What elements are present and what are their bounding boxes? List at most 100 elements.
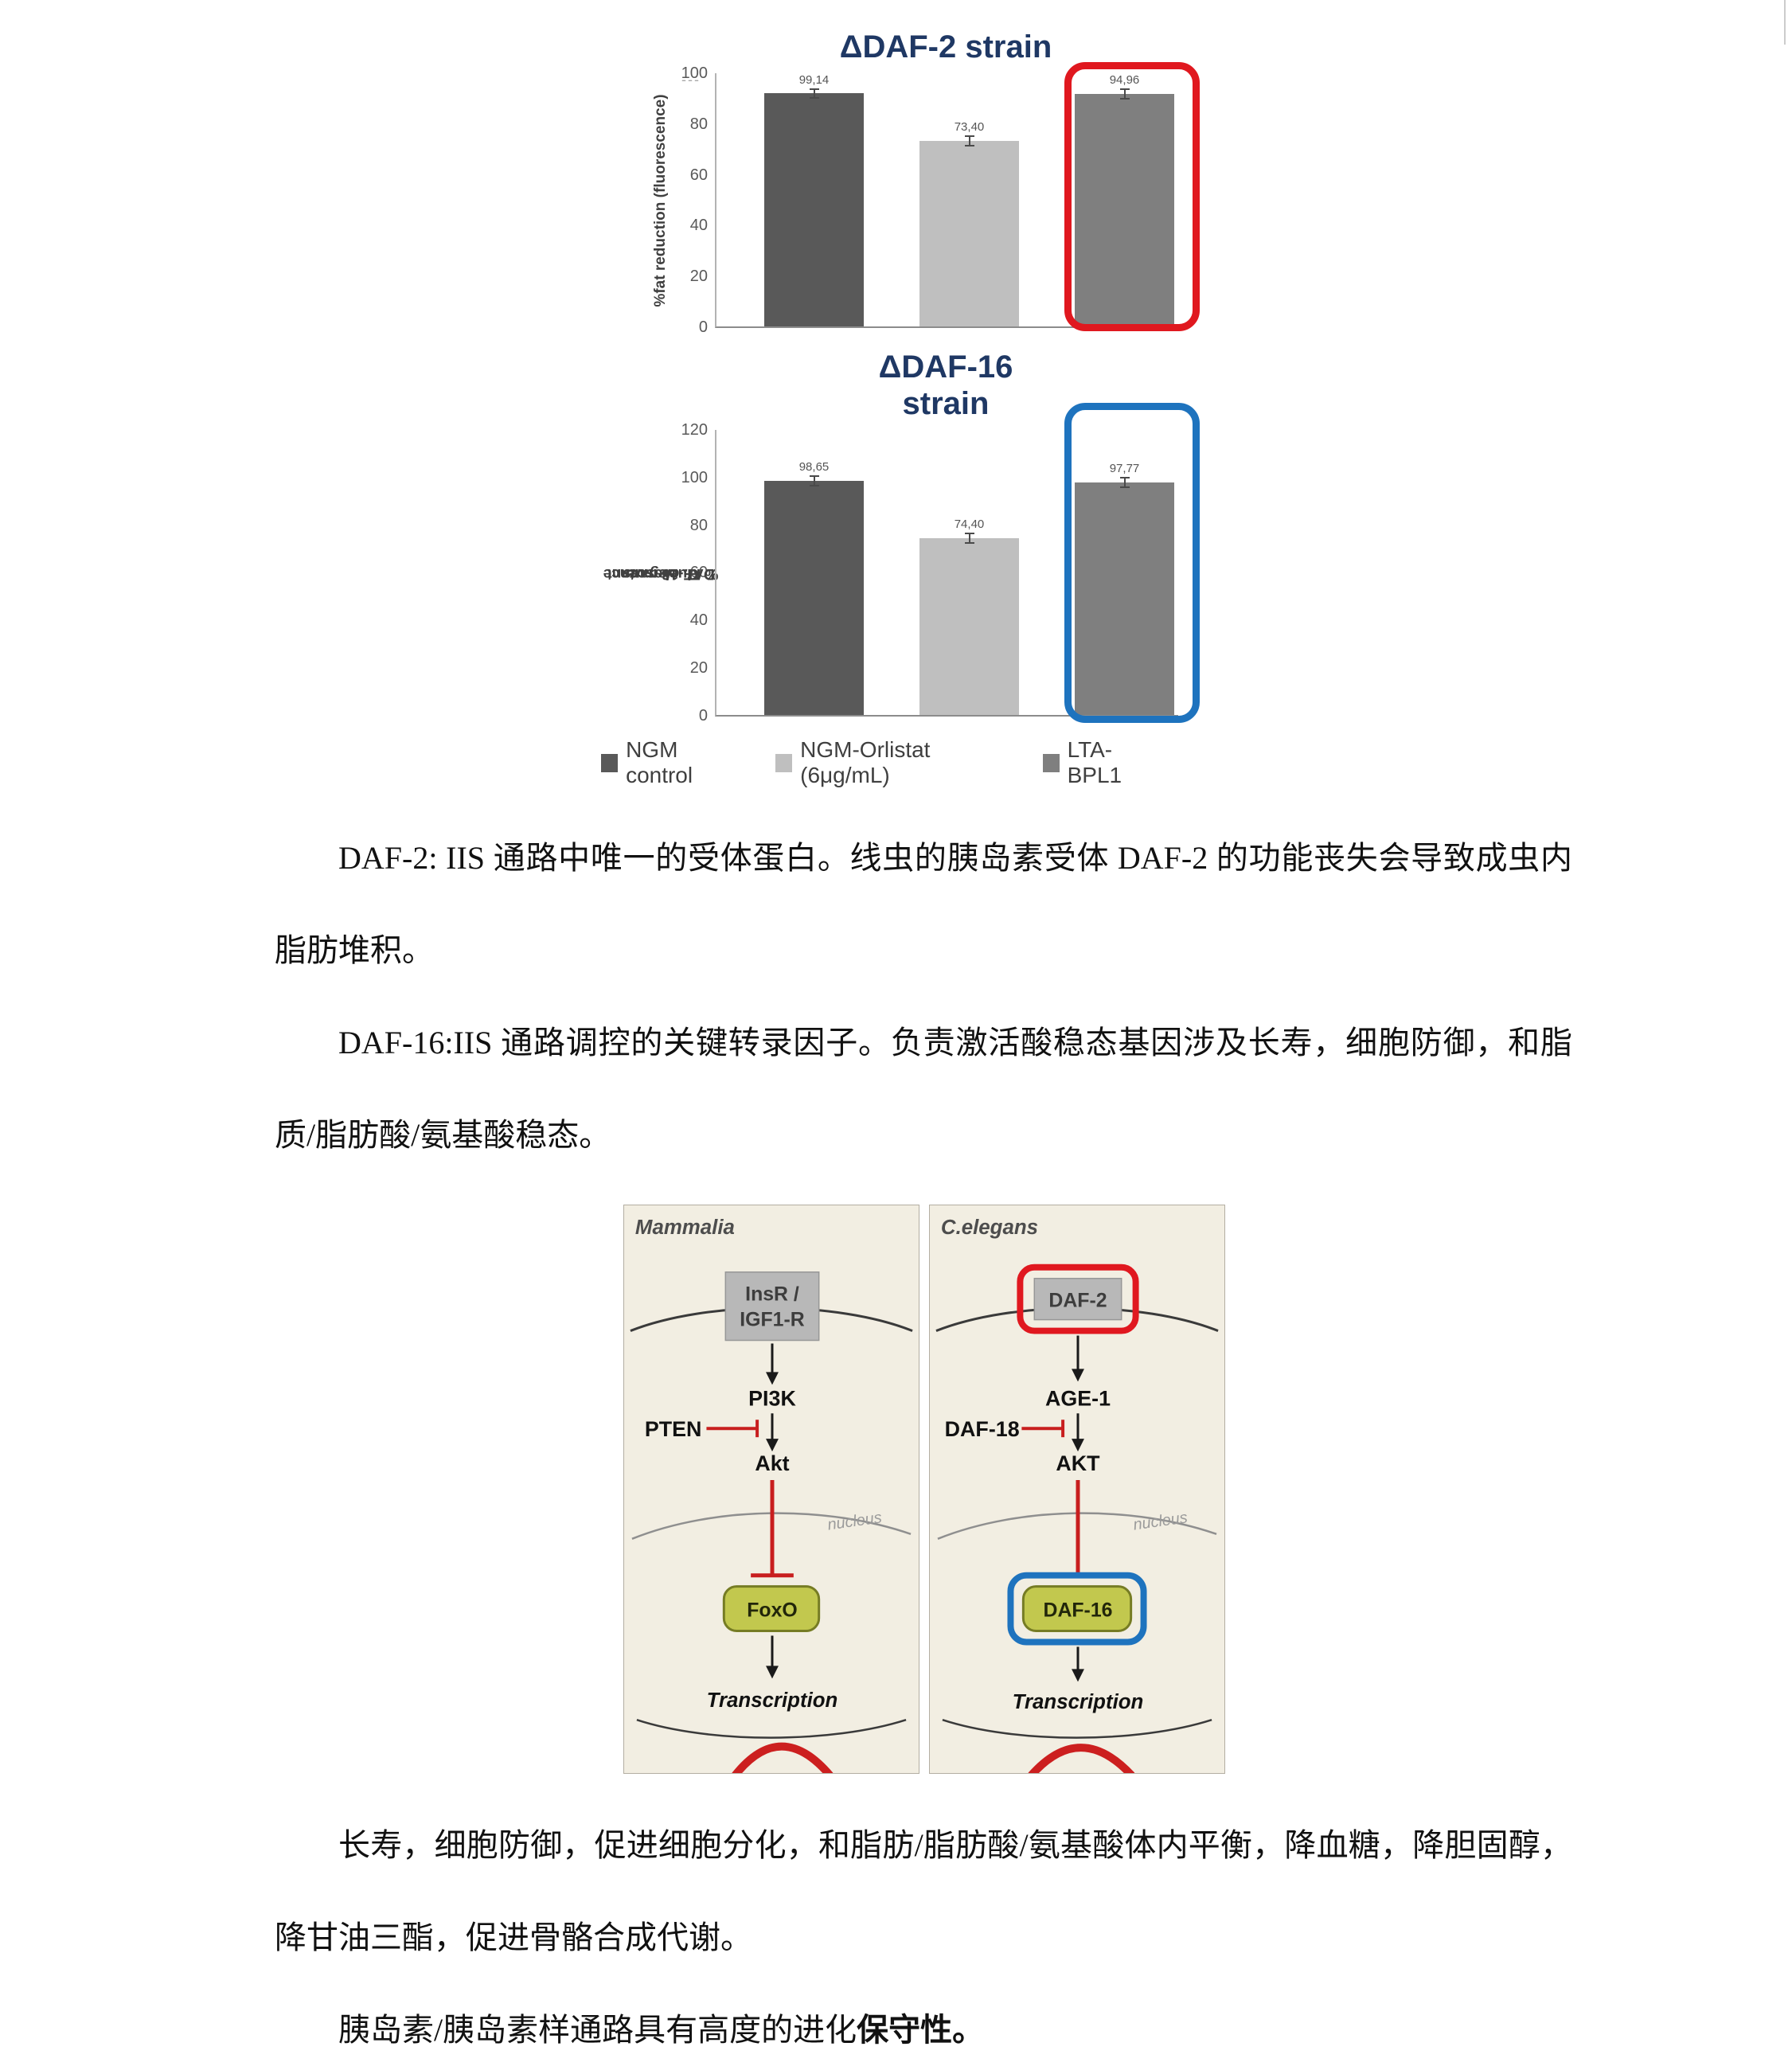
legend-item-ngm-control: NGM control: [601, 737, 740, 788]
chart-daf16-title-line1: ΔDAF-16: [878, 350, 1013, 385]
legend-label: NGM-Orlistat (6μg/mL): [800, 737, 931, 787]
bar-value-label: 73,40: [954, 119, 985, 134]
error-bar: [964, 135, 974, 146]
chart-daf2-y-ticks: 100 80 60 40 20 0: [677, 64, 715, 337]
chart-daf16-y-ticks: 120 100 80 60 40 20 0: [677, 421, 715, 725]
y-tick: 0: [698, 706, 708, 724]
receptor-label-line2: IGF1-R: [740, 1309, 804, 1331]
bar-lta-bpl1: 94,96: [1075, 73, 1174, 326]
transcription-factor-label: FoxO: [747, 1599, 797, 1622]
figure-bar-charts: --- ΔDAF-2 strain %fat reduction (fluore…: [601, 29, 1202, 788]
axis-top-dashes: ---: [681, 72, 701, 88]
nucleus-label: nucleus: [826, 1509, 883, 1533]
receptor-box: [724, 1271, 820, 1342]
page-edge-mark: [1784, 0, 1786, 45]
legend-item-ngm-orlistat: NGM-Orlistat (6μg/mL): [775, 737, 1008, 788]
kinase2-label: AKT: [1056, 1451, 1100, 1475]
pathway-mammalia-svg: Mammalia InsR / IGF1-R PI3K PTEN Akt nuc…: [630, 1217, 913, 1773]
panel-mammalia: Mammalia InsR / IGF1-R PI3K PTEN Akt nuc…: [623, 1205, 919, 1774]
bar-value-label: 94,96: [1109, 73, 1140, 87]
arrowhead-icon: [766, 1439, 779, 1452]
error-bar: [809, 88, 819, 100]
bar-ngm-control: 99,14: [764, 73, 864, 326]
blue-highlight-rect: [1064, 403, 1200, 723]
phosphatase-label: PTEN: [645, 1417, 702, 1441]
nucleus-label: nucleus: [1132, 1509, 1189, 1533]
legend-swatch: [601, 753, 619, 772]
nucleus-bottom-curve: [636, 1718, 907, 1739]
chart-daf16: ΔDAF-16 strain % Fluorescence C. elegans…: [603, 349, 1202, 724]
bar: [764, 93, 864, 326]
y-tick: 60: [689, 166, 708, 184]
transcription-label: Transcription: [1013, 1691, 1144, 1713]
arrowhead-icon: [766, 1666, 779, 1679]
bar-ngm-orlistat: 73,40: [919, 73, 1019, 326]
pathway-diagram: Mammalia InsR / IGF1-R PI3K PTEN Akt nuc…: [623, 1205, 1228, 1775]
chart-daf2-plot-area: 99,14 73,40 94,96: [715, 62, 1200, 331]
bar-value-label: 98,65: [798, 459, 830, 474]
y-tick: 20: [689, 268, 708, 286]
paragraph-daf16: DAF-16:IIS 通路调控的关键转录因子。负责激活酸稳态基因涉及长寿，细胞防…: [275, 1025, 1572, 1153]
y-tick: 20: [689, 659, 708, 678]
legend-swatch: [775, 753, 793, 772]
transcription-factor-label: DAF-16: [1044, 1599, 1113, 1622]
chart-daf16-title-line2: strain: [902, 386, 990, 421]
receptor-box: [1033, 1277, 1122, 1321]
arrowhead-icon: [766, 1372, 779, 1385]
panel-label: Mammalia: [635, 1217, 735, 1239]
arrowhead-icon: [1072, 1669, 1084, 1682]
nucleus-bottom-curve: [942, 1718, 1212, 1739]
panel-celegans: C.elegans DAF-2 AGE-1 DAF-18 AKT nucleus: [929, 1205, 1225, 1774]
legend-item-lta-bpl1: LTA-BPL1: [1042, 737, 1158, 788]
arrowhead-icon: [1072, 1439, 1084, 1452]
conservation-bold-text: 保守性。: [857, 2012, 985, 2048]
paragraph-functions: 长寿，细胞防御，促进细胞分化，和脂肪/脂肪酸/氨基酸体内平衡，降血糖，降胆固醇，…: [275, 1827, 1572, 1955]
error-bar: [1119, 88, 1130, 100]
red-highlight-rect: [1064, 62, 1200, 331]
bar: [764, 480, 864, 715]
bar-lta-bpl1: 97,77: [1075, 430, 1174, 715]
transcription-label: Transcription: [707, 1689, 838, 1712]
chart-daf16-body: % Fluorescence C. elegans DAF-16 mutant …: [603, 403, 1202, 724]
bar-value-label: 74,40: [954, 518, 985, 532]
error-bar: [1119, 477, 1130, 489]
y-axis-label-text: %fat reduction (fluorescence): [652, 94, 669, 307]
bar-ngm-control: 98,65: [764, 430, 864, 715]
bar: [919, 140, 1019, 326]
legend-swatch: [1042, 753, 1060, 772]
text-block-1: DAF-2: IIS 通路中唯一的受体蛋白。线虫的胰岛素受体 DAF-2 的功能…: [275, 812, 1572, 1181]
error-bar: [964, 533, 974, 545]
y-tick: 40: [689, 217, 708, 235]
bar: [1075, 93, 1174, 326]
receptor-label-line1: InsR /: [745, 1283, 799, 1306]
arrowhead-icon: [1072, 1369, 1084, 1382]
kinase1-label: AGE-1: [1045, 1386, 1111, 1410]
y-tick: 80: [689, 516, 708, 534]
bar: [1075, 482, 1174, 715]
blue-highlight-rect: [1007, 1572, 1147, 1646]
y-tick: 120: [681, 421, 708, 439]
y-tick: 0: [698, 318, 708, 336]
y-tick: 100: [681, 64, 708, 82]
bar-value-label: 97,77: [1109, 462, 1140, 476]
text-block-2: 长寿，细胞防御，促进细胞分化，和脂肪/脂肪酸/氨基酸体内平衡，降血糖，降胆固醇，…: [275, 1799, 1572, 2070]
chart-daf16-y-axis-label: % Fluorescence C. elegans DAF-16 mutant: [603, 565, 719, 582]
phosphatase-label: DAF-18: [945, 1417, 1020, 1441]
chart-daf2-y-axis-label: %fat reduction (fluorescence): [645, 73, 677, 328]
chart-daf2-title: ΔDAF-2 strain: [839, 29, 1052, 64]
red-annotation-curve: [732, 1742, 834, 1773]
conservation-text: 胰岛素/胰岛素样通路具有高度的进化: [338, 2012, 857, 2048]
paragraph-daf2: DAF-2: IIS 通路中唯一的受体蛋白。线虫的胰岛素受体 DAF-2 的功能…: [275, 840, 1572, 968]
y-tick: 80: [689, 115, 708, 133]
transcription-factor-box: [722, 1585, 821, 1632]
legend-label: NGM control: [626, 737, 693, 787]
transcription-factor-box: [1021, 1585, 1133, 1632]
panel-label: C.elegans: [941, 1217, 1038, 1239]
legend-label: LTA-BPL1: [1067, 737, 1122, 787]
y-tick: 40: [689, 611, 708, 630]
red-highlight-rect: [1017, 1263, 1139, 1334]
chart-daf2-body: %fat reduction (fluorescence) 100 80 60 …: [645, 62, 1202, 336]
chart-daf16-plot-area: 98,65 74,40 97,77: [715, 403, 1200, 723]
pathway-celegans-svg: C.elegans DAF-2 AGE-1 DAF-18 AKT nucleus: [935, 1217, 1219, 1773]
